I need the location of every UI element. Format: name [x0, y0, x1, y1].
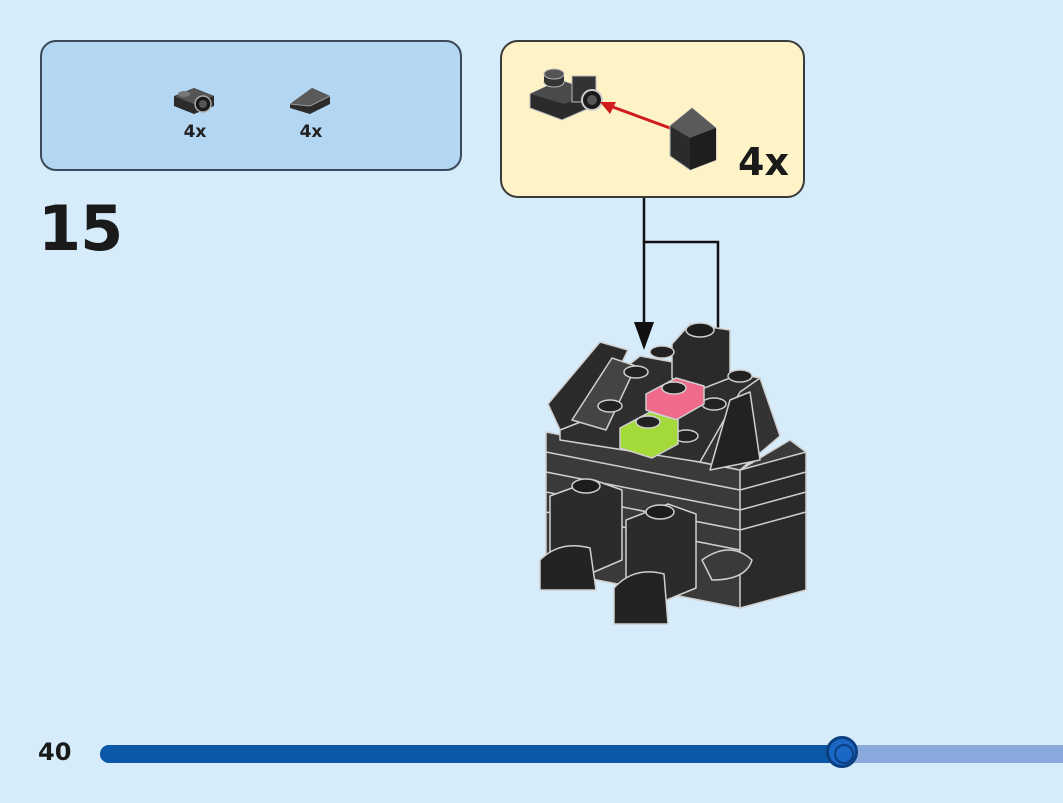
subassembly-callout: 4x: [500, 40, 805, 198]
plate-with-clip-icon: [529, 68, 603, 121]
parts-list-item: 4x: [286, 82, 336, 142]
part-qty: 4x: [299, 122, 323, 142]
parts-list-box: 4x 4x: [40, 40, 462, 171]
progress-fill: [100, 745, 842, 763]
slope-brick-icon: [289, 88, 331, 114]
part-qty: 4x: [183, 122, 207, 142]
attach-arrow: [600, 102, 671, 130]
slope-brick-icon: [669, 107, 717, 171]
plate-with-clip-icon: [174, 88, 214, 114]
parts-list-item: 4x: [170, 82, 220, 142]
progress-bar: [100, 736, 1063, 768]
progress-knob[interactable]: [826, 736, 858, 768]
subassembly-illustration: [529, 68, 717, 171]
step-number: 15: [38, 192, 123, 265]
subassembly-qty: 4x: [738, 140, 789, 184]
page-number: 40: [38, 738, 72, 766]
